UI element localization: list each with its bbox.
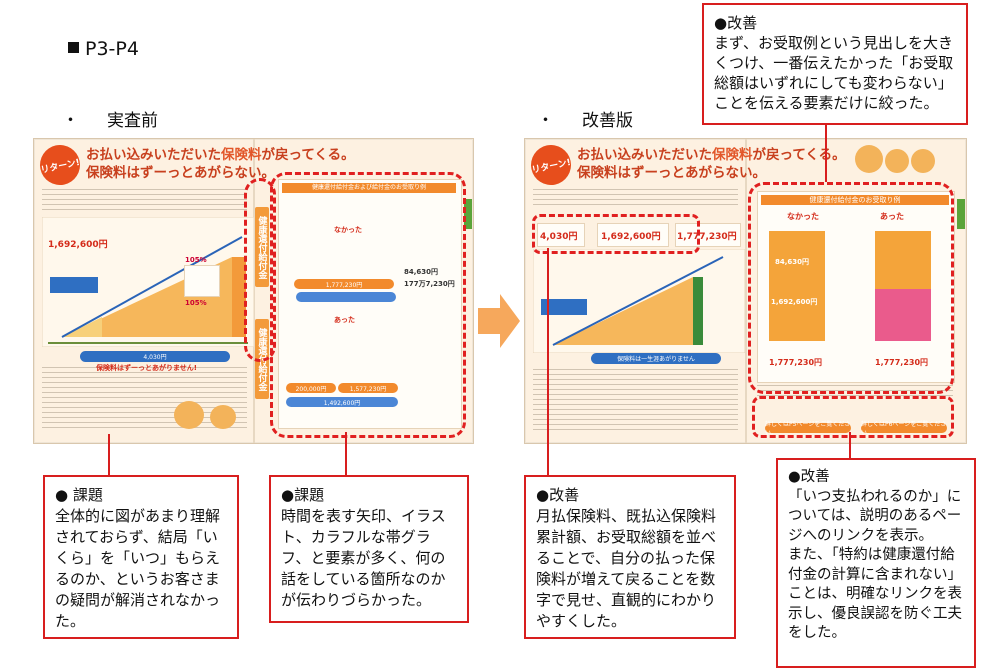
vertical-label-1: 健康還付給付金 — [255, 207, 269, 287]
before-value-1: 1,692,600円 — [48, 240, 108, 250]
callout-issue-1: ● 課題 全体的に図があまり理解されておらず、結局「いくら」を「いつ」もらえるの… — [43, 475, 239, 639]
monthly-premium-bar: 4,030円 — [80, 351, 230, 362]
callout-improvement-top: ●改善 まず、お受取例という見出しを大きくつけ、一番伝えたかった「お受取総額はい… — [702, 3, 968, 125]
callout-improvement-4: ●改善 「いつ支払われるのか」については、説明のあるページへのリンクを表示。 ま… — [776, 458, 976, 668]
highlight-ring-example-panel — [270, 172, 466, 438]
lion-mascot-icon — [911, 149, 935, 173]
headline-line-1: お払い込みいただいた保険料が戻ってくる。 — [577, 147, 846, 163]
transition-arrow-icon — [478, 294, 520, 348]
lion-mascot-icon — [210, 405, 236, 429]
callout-improvement-3: ●改善 月払保険料、既払込保険料累計額、お受取総額を並べることで、自分の払った保… — [524, 475, 736, 639]
after-receive-total: 1,777,230円 — [677, 232, 737, 242]
lion-mascot-icon — [855, 145, 883, 173]
lion-mascot-icon — [885, 149, 909, 173]
return-badge: リターン! — [36, 141, 84, 189]
highlight-ring-links — [752, 396, 954, 438]
premium-line — [61, 236, 243, 338]
before-section-label: ・実査前 — [62, 111, 158, 131]
headline-line-2: 保険料はずーっとあがらない。 — [86, 165, 275, 181]
highlight-ring-vertical-labels — [244, 178, 276, 362]
after-paid-total: 1,692,600円 — [601, 232, 661, 242]
link-p6[interactable]: 詳しくはP6ページをご覧ください。 — [861, 421, 947, 437]
highlight-ring-example — [748, 182, 954, 394]
blue-label-box — [50, 277, 98, 293]
headline-line-1: お払い込みいただいた保険料が戻ってくる。 — [86, 147, 355, 163]
highlight-ring-values — [532, 214, 700, 254]
page-title: P3-P4 — [68, 38, 139, 60]
headline-line-2: 保険料はずーっとあがらない。 — [577, 165, 766, 181]
callout-issue-2: ●課題 時間を表す矢印、イラスト、カラフルな帯グラフ、と要素が多く、何の話をして… — [269, 475, 469, 623]
lion-mascot-icon — [174, 401, 204, 429]
after-section-label: ・改善版 — [537, 111, 633, 131]
after-monthly-value: 4,030円 — [540, 232, 578, 242]
after-brochure: リターン! お払い込みいただいた保険料が戻ってくる。 保険料はずーっとあがらない… — [524, 138, 967, 444]
link-p5[interactable]: 詳しくはP5ページをご覧ください。 — [765, 421, 851, 437]
cylinder-left — [769, 231, 825, 341]
return-badge: リターン! — [527, 141, 575, 189]
after-chart — [533, 249, 745, 353]
square-bullet-icon — [68, 42, 79, 53]
